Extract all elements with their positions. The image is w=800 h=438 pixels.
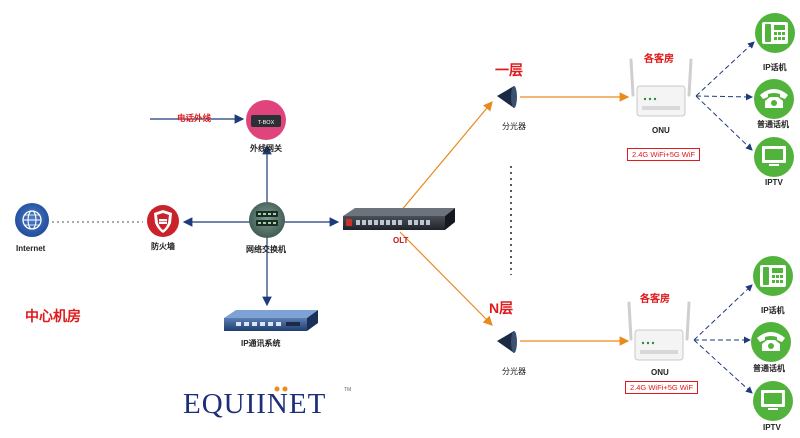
splitter-icon: [497, 86, 517, 108]
onu-router-icon: [627, 301, 691, 361]
onu1-ipphone-link: [695, 41, 755, 97]
olt-layer1-fiber: [399, 101, 493, 213]
wifi-tag: 2.4G WiFi+5G WiF: [625, 381, 699, 394]
switch-label: 网络交换机: [246, 245, 286, 254]
phone-line-label: 电话外线: [177, 113, 212, 123]
phone-icon: [751, 322, 791, 362]
splitter-label: 分光器: [502, 122, 526, 131]
onuN-ipphone-link: [693, 284, 753, 341]
tv-icon: [754, 137, 794, 177]
gateway-icon: T-BOX: [246, 100, 286, 140]
splitter-label: 分光器: [502, 367, 526, 376]
layer-1-label: 一层: [495, 62, 523, 78]
firewall-label: 防火墙: [151, 242, 175, 251]
wifi-tag: 2.4G WiFi+5G WiF: [627, 148, 701, 161]
ip-phone-label: IP话机: [761, 306, 785, 315]
brand-logo: EQUIINET: [183, 388, 327, 420]
onuN-iptv-link: [693, 339, 753, 394]
ip-phone-label: IP话机: [763, 63, 787, 72]
onu-router-icon: [629, 58, 693, 117]
firewall-icon: [147, 205, 179, 237]
trademark-mark: TM: [344, 387, 352, 393]
ip-system-label: IP通讯系统: [241, 339, 281, 348]
phone-icon: [754, 79, 794, 119]
regular-phone-label: 普通话机: [757, 120, 789, 129]
tbox-text: T-BOX: [258, 120, 275, 126]
onu1-phone-link: [695, 93, 753, 101]
switch-icon: [249, 202, 285, 238]
splitter-icon: [497, 331, 517, 353]
guest-room-label: 各客房: [640, 294, 670, 305]
gateway-label: 外线网关: [250, 144, 282, 153]
regular-phone-label: 普通话机: [753, 364, 785, 373]
layer-n-label: N层: [489, 300, 514, 316]
onu-label: ONU: [651, 368, 669, 377]
onu-label: ONU: [652, 126, 670, 135]
olt-layerN-fiber: [399, 231, 493, 326]
center-room-label: 中心机房: [25, 308, 81, 324]
internet-label: Internet: [16, 244, 46, 253]
guest-room-label: 各客房: [644, 54, 674, 65]
iptv-label: IPTV: [763, 423, 781, 432]
globe-icon: [15, 203, 49, 237]
ip-phone-icon: [755, 13, 795, 53]
olt-label: OLT: [393, 236, 409, 245]
onu1-iptv-link: [695, 95, 753, 151]
ip-phone-icon: [753, 256, 793, 296]
iptv-label: IPTV: [765, 178, 783, 187]
ip-system-icon: [224, 310, 318, 331]
tv-icon: [753, 381, 793, 421]
olt-icon: [343, 208, 455, 230]
logo-mark: [274, 386, 288, 392]
